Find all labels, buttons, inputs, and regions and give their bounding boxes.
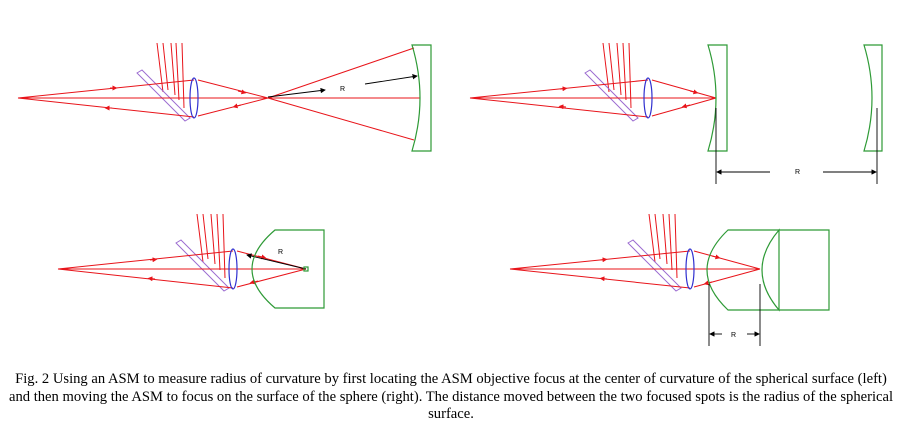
spherical-optic-position-2 (863, 44, 883, 152)
panel-top-left: R (17, 42, 432, 152)
hemispherical-optic (251, 229, 325, 309)
panel-top-right: R (469, 42, 883, 184)
spherical-optic (411, 44, 432, 152)
objective-lens (643, 77, 653, 119)
beam-splitter (627, 239, 682, 292)
panel-bottom-left: R (57, 213, 325, 309)
objective-lens (685, 248, 695, 290)
figure-caption: Fig. 2 Using an ASM to measure radius of… (8, 371, 894, 422)
radius-label: R (278, 249, 283, 256)
center-marker (303, 266, 309, 272)
radius-label: R (340, 86, 345, 93)
panel-bottom-right: R (509, 213, 830, 346)
objective-lens (228, 248, 238, 290)
objective-lens (189, 77, 199, 119)
hemispherical-optic (706, 229, 830, 311)
spherical-optic-position-1 (707, 44, 728, 152)
beam-splitter (175, 239, 230, 292)
radius-label: R (795, 169, 800, 176)
beam-splitter (136, 69, 191, 122)
radius-label: R (731, 332, 736, 339)
spherical-surface (761, 228, 780, 312)
optical-diagram: R R (17, 42, 883, 346)
beam-splitter (584, 69, 639, 122)
